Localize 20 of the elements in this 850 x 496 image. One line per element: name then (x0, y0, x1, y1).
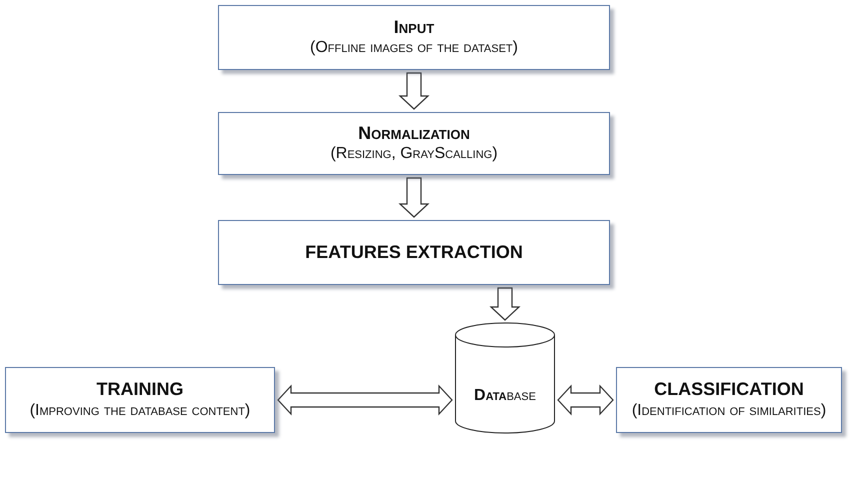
process-box (218, 5, 610, 70)
block-arrow (489, 287, 521, 321)
block-arrow (277, 384, 453, 416)
node-title: Database (474, 387, 536, 405)
process-box (218, 220, 610, 285)
node-title: FEATURES EXTRACTION (305, 242, 523, 264)
node-title: Input (394, 16, 434, 38)
process-box (5, 367, 275, 433)
process-box (616, 367, 842, 433)
node-subtitle: (Identification of similarities) (632, 400, 826, 421)
block-arrow (557, 384, 614, 416)
node-subtitle: (Improving the database content) (30, 400, 250, 421)
process-box (218, 112, 610, 175)
block-arrow (398, 72, 430, 110)
node-title: CLASSIFICATION (654, 379, 804, 401)
node-title: TRAINING (96, 379, 184, 401)
node-subtitle: (Offline images of the dataset) (310, 38, 518, 58)
node-title: Normalization (358, 122, 470, 144)
node-subtitle: (Resizing, GrayScalling) (330, 144, 498, 164)
block-arrow (398, 177, 430, 218)
